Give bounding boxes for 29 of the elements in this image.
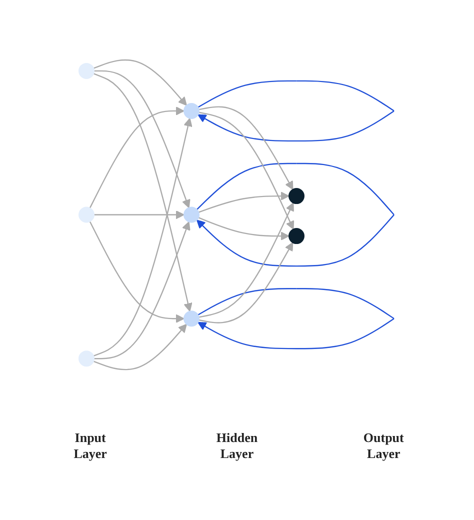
arrow — [198, 192, 290, 214]
layer-label: Input Layer — [72, 430, 108, 462]
node-circle — [78, 63, 95, 80]
arrow — [94, 324, 188, 370]
node-circle — [78, 350, 95, 367]
arrow — [90, 221, 185, 324]
arrow — [199, 112, 295, 230]
arrow — [198, 288, 395, 350]
arrow — [199, 242, 294, 324]
arrow — [198, 80, 395, 142]
arrow — [94, 70, 191, 208]
layer-label: Hidden Layer — [215, 430, 259, 462]
node-circle — [184, 207, 200, 223]
layer-label: Output Layer — [362, 430, 405, 462]
node-circle — [184, 103, 200, 120]
arrow — [94, 210, 185, 220]
arrow — [94, 60, 188, 106]
node-circle — [184, 310, 200, 327]
arrow — [199, 202, 294, 318]
arrow — [94, 118, 193, 357]
arrow — [90, 106, 185, 209]
arrow — [199, 106, 294, 190]
arrow — [198, 217, 290, 241]
arrow — [94, 73, 193, 312]
arrow — [94, 222, 191, 360]
node-circle — [288, 188, 305, 204]
node-circle — [288, 228, 305, 244]
node-circle — [78, 207, 95, 223]
arrow — [196, 163, 395, 267]
